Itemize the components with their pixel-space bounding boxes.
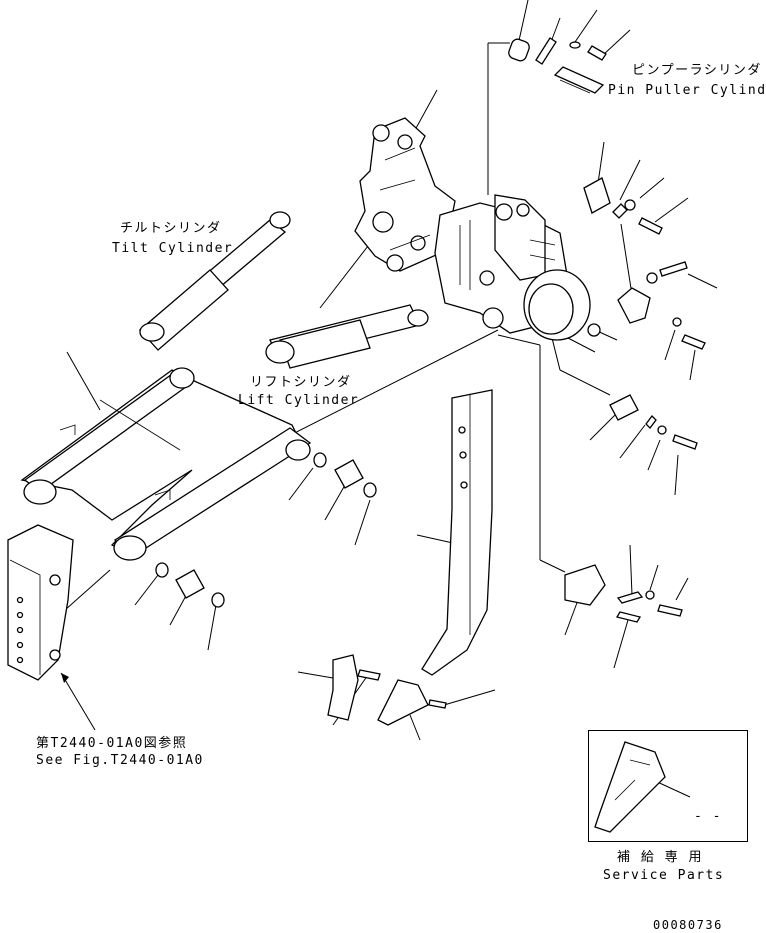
lower-right-parts — [564, 564, 683, 623]
pin-puller-label-jp: ピンプーラシリンダ — [632, 63, 762, 78]
lift-cylinder-label-jp: リフトシリンダ — [250, 375, 352, 390]
tilt-cylinder — [138, 211, 291, 351]
reference-arrow — [61, 673, 69, 683]
ripper-tip — [377, 679, 447, 726]
tilt-cylinder-label-jp: チルトシリンダ — [120, 221, 222, 236]
reference-label-jp: 第T2440-01A0図参照 — [36, 736, 188, 751]
service-part-mark: - - — [694, 809, 722, 824]
shank-protector — [327, 654, 381, 721]
pin-puller-parts — [508, 37, 607, 94]
lift-cylinder — [265, 304, 429, 369]
ripper-beam — [20, 367, 312, 561]
drawing-number: 00080736 — [653, 918, 723, 932]
mount-bracket — [7, 524, 74, 681]
lift-cylinder-label-en: Lift Cylinder — [238, 393, 360, 408]
ripper-shank — [421, 389, 493, 676]
leader-lines — [60, 0, 718, 798]
service-parts-label-en: Service Parts — [603, 868, 725, 883]
bushings — [155, 452, 377, 608]
pin-puller-housing — [523, 269, 591, 341]
service-part-tip — [594, 741, 666, 833]
service-parts-box — [588, 730, 748, 842]
frame-bracket — [354, 117, 456, 272]
service-parts-label-jp: 補 給 専 用 — [617, 850, 703, 865]
right-side-parts — [583, 177, 706, 450]
tilt-cylinder-label-en: Tilt Cylinder — [112, 241, 234, 256]
reference-label-en: See Fig.T2440-01A0 — [36, 753, 204, 768]
pin-puller-label-en: Pin Puller Cylinder — [608, 83, 766, 98]
